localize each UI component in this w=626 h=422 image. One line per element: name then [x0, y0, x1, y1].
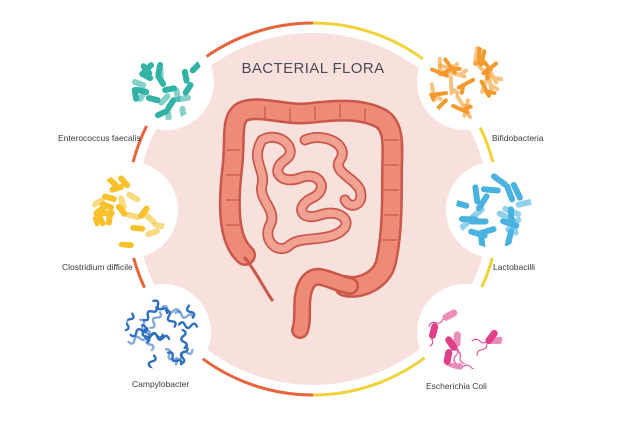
- bubble-enterococcus-faecalis: [118, 34, 214, 130]
- label-lactobacilli: Lactobacilli: [493, 262, 536, 272]
- diagram-title: BACTERIAL FLORA: [241, 60, 385, 77]
- small-intestine: [252, 131, 367, 255]
- label-campylobacter: Campylobacter: [132, 379, 190, 389]
- bubble-escherichia-coli: [417, 284, 513, 380]
- label-enterococcus-faecalis: Enterococcus faecalis: [58, 133, 141, 143]
- bubble-lactobacilli: [446, 162, 542, 258]
- label-clostridium-difficile: Clostridium difficile: [62, 262, 133, 272]
- bubble-campylobacter: [115, 284, 211, 380]
- pink-flagellated-bacteria-icon: [427, 309, 503, 370]
- bubble-clostridium-difficile: [82, 162, 178, 258]
- label-escherichia-coli: Escherichia Coli: [426, 381, 487, 391]
- orange-branched-bacteria-icon: [428, 44, 503, 120]
- light-blue-rod-bacteria-icon: [456, 173, 532, 248]
- bubble-bifidobacteria: [417, 34, 513, 130]
- intestine-illustration: [218, 98, 404, 339]
- label-bifidobacteria: Bifidobacteria: [492, 133, 544, 143]
